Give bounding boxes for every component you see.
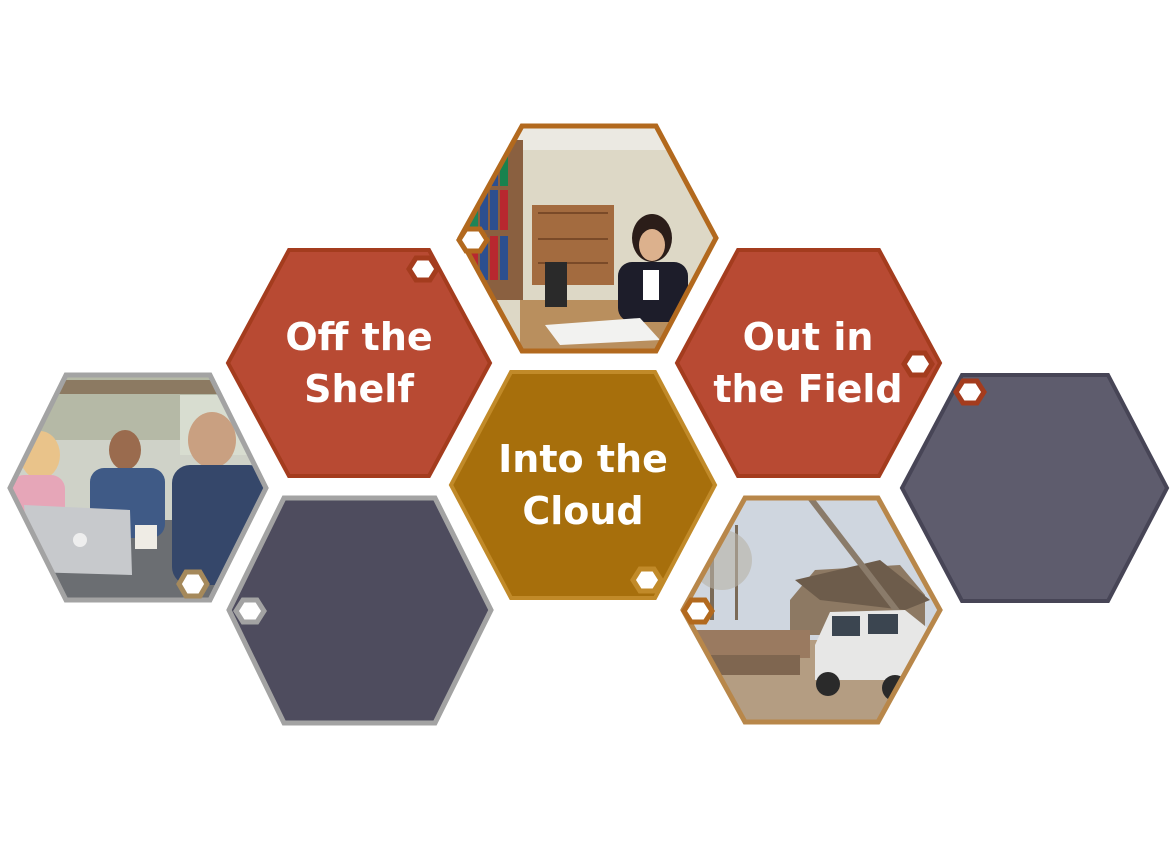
into-the-cloud-label-line2: Cloud <box>522 489 643 533</box>
into-the-cloud-hex[interactable]: Into the Cloud <box>448 370 718 600</box>
corner-hex-icon <box>901 350 935 378</box>
corner-hex-icon <box>681 597 715 625</box>
storm-damage-photo-hex <box>680 495 943 725</box>
team-meeting-photo <box>10 375 266 600</box>
corner-hex-icon <box>953 378 987 406</box>
slate-hex-right <box>899 373 1170 603</box>
out-in-the-field-hex[interactable]: Out in the Field <box>674 248 943 478</box>
office-worker-photo-hex <box>456 123 719 354</box>
off-the-shelf-shape <box>225 248 493 478</box>
off-the-shelf-label-line2: Shelf <box>304 367 414 411</box>
out-in-the-field-label-line1: Out in <box>743 315 874 359</box>
corner-hex-icon <box>630 566 664 594</box>
off-the-shelf-hex[interactable]: Off the Shelf <box>225 248 493 478</box>
off-the-shelf-label-line1: Off the <box>285 315 432 359</box>
into-the-cloud-shape <box>448 370 718 600</box>
corner-hex-icon <box>456 226 490 254</box>
into-the-cloud-label-line1: Into the <box>498 437 668 481</box>
slate-hex-left <box>226 495 494 726</box>
out-in-the-field-label-line2: the Field <box>713 367 902 411</box>
corner-hex-icon <box>233 597 267 625</box>
out-in-the-field-shape <box>674 248 943 478</box>
office-worker-photo <box>460 126 716 351</box>
storm-damage-photo <box>683 498 940 722</box>
corner-hex-icon <box>176 569 210 599</box>
corner-hex-icon <box>406 255 440 283</box>
team-meeting-photo-hex <box>7 372 269 603</box>
